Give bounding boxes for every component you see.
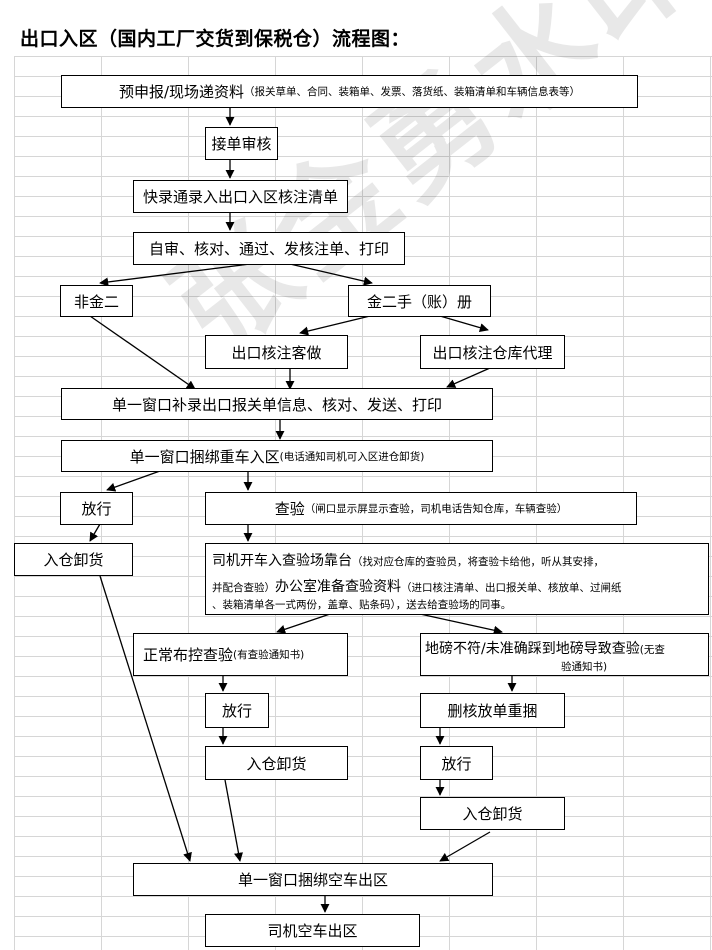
node-release3-label: 放行 xyxy=(441,754,472,773)
node-release2-label: 放行 xyxy=(221,702,252,720)
page-title: 出口入区（国内工厂交货到保税仓）流程图： xyxy=(20,28,411,50)
driver-line2-main: 办公室准备查验资料 xyxy=(275,579,401,595)
node-rebind: 删核放单重捆 xyxy=(420,693,565,728)
node-nonjin2-label: 非金二 xyxy=(73,292,119,311)
node-unload-2: 入仓卸货 xyxy=(205,746,348,780)
node-normal-note: (有查验通知书) xyxy=(233,649,305,661)
arrow xyxy=(439,315,489,333)
node-selfcheck-label: 自审、核对、通过、发核注单、打印 xyxy=(148,240,389,258)
node-nonjin2: 非金二 xyxy=(60,285,133,317)
driver-line1-main: 司机开车入查验场靠台 xyxy=(212,553,352,569)
node-jin2-label: 金二手（账）册 xyxy=(366,292,472,311)
node-unload-3: 入仓卸货 xyxy=(420,797,565,830)
node-inspect: 查验（闸口显示屏显示查验，司机电话告知仓库，车辆查验） xyxy=(205,492,637,525)
driver-line2-note2: （进口核注清单、出口报关单、核放单、过闸纸 xyxy=(401,582,622,594)
node-release1-label: 放行 xyxy=(81,500,112,518)
node-inspect-note: （闸口显示屏显示查验，司机电话告知仓库，车辆查验） xyxy=(304,503,568,515)
node-unload3-label: 入仓卸货 xyxy=(462,805,523,823)
node-single-window-bind-loaded: 单一窗口捆绑重车入区(电话通知司机可入区进仓卸货) xyxy=(61,440,493,472)
arrow xyxy=(439,831,491,862)
node-normal-inspection: 正常布控查验(有查验通知书) xyxy=(133,633,348,676)
node-driver-exit: 司机空车出区 xyxy=(205,914,420,947)
arrow xyxy=(106,470,161,492)
node-unload1-label: 入仓卸货 xyxy=(43,551,104,569)
node-broker-label: 出口核注客做 xyxy=(231,343,322,362)
node-scale-mismatch: 地磅不符/未准确踩到地磅导致查验(无查 验通知书) xyxy=(420,633,709,676)
node-kuailu-label: 快录通录入出口入区核注清单 xyxy=(142,188,338,206)
arrow xyxy=(289,263,373,286)
node-prereport-note: （报关草单、合同、装箱单、发票、落货纸、装箱清单和车辆信息表等） xyxy=(244,86,581,98)
arrow xyxy=(224,779,243,862)
arrow xyxy=(299,315,371,336)
node-single3-label: 单一窗口捆绑空车出区 xyxy=(237,871,388,889)
node-scale-note1: (无查 xyxy=(639,644,665,656)
driver-line1-note: （找对应仓库的查验员，将查验卡给他，听从其安排， xyxy=(352,556,604,568)
node-broker: 出口核注客做 xyxy=(205,335,348,369)
node-receive-label: 接单审核 xyxy=(211,135,272,153)
node-scale-note2: 验通知书) xyxy=(561,661,608,673)
node-single2-main: 单一窗口捆绑重车入区 xyxy=(129,447,280,466)
node-receive: 接单审核 xyxy=(205,127,278,160)
node-single-window-bind-empty: 单一窗口捆绑空车出区 xyxy=(133,863,493,896)
node-unload-1: 入仓卸货 xyxy=(14,543,133,576)
node-inspect-main: 查验 xyxy=(274,500,305,518)
node-exit-label: 司机空车出区 xyxy=(267,922,358,940)
arrow xyxy=(446,367,491,388)
node-normal-main: 正常布控查验 xyxy=(143,646,234,664)
arrow xyxy=(276,613,331,634)
node-selfcheck: 自审、核对、通过、发核注单、打印 xyxy=(133,232,405,265)
node-warehouse-agent-label: 出口核注仓库代理 xyxy=(432,343,553,362)
arrow xyxy=(89,523,101,542)
arrow xyxy=(99,575,192,862)
arrow xyxy=(419,613,503,635)
node-single1-label: 单一窗口补录出口报关单信息、核对、发送、打印 xyxy=(111,395,442,414)
node-release-1: 放行 xyxy=(60,492,133,525)
driver-line2-note: 并配合查验） xyxy=(212,582,275,594)
driver-line3-note: 、装箱清单各一式两份，盖章、贴条码），送去给查验场的同事。 xyxy=(212,599,512,611)
node-single-window-supplement: 单一窗口补录出口报关单信息、核对、发送、打印 xyxy=(61,388,493,420)
node-jin2: 金二手（账）册 xyxy=(348,285,491,317)
node-release-3: 放行 xyxy=(420,746,493,780)
node-warehouse-agent: 出口核注仓库代理 xyxy=(420,335,565,369)
node-kuailu: 快录通录入出口入区核注清单 xyxy=(133,180,348,213)
node-release-2: 放行 xyxy=(205,693,269,728)
node-rebind-label: 删核放单重捆 xyxy=(447,702,538,720)
arrow xyxy=(99,263,251,287)
arrow xyxy=(89,315,196,390)
node-driver-inspection: 司机开车入查验场靠台（找对应仓库的查验员，将查验卡给他，听从其安排， 并配合查验… xyxy=(205,543,709,615)
node-prereport: 预申报/现场递资料（报关草单、合同、装箱单、发票、落货纸、装箱清单和车辆信息表等… xyxy=(61,75,638,108)
node-unload2-label: 入仓卸货 xyxy=(246,754,307,773)
node-scale-main: 地磅不符/未准确踩到地磅导致查验 xyxy=(425,641,640,657)
node-prereport-main: 预申报/现场递资料 xyxy=(118,83,245,101)
node-single2-note: (电话通知司机可入区进仓卸货) xyxy=(279,450,425,463)
